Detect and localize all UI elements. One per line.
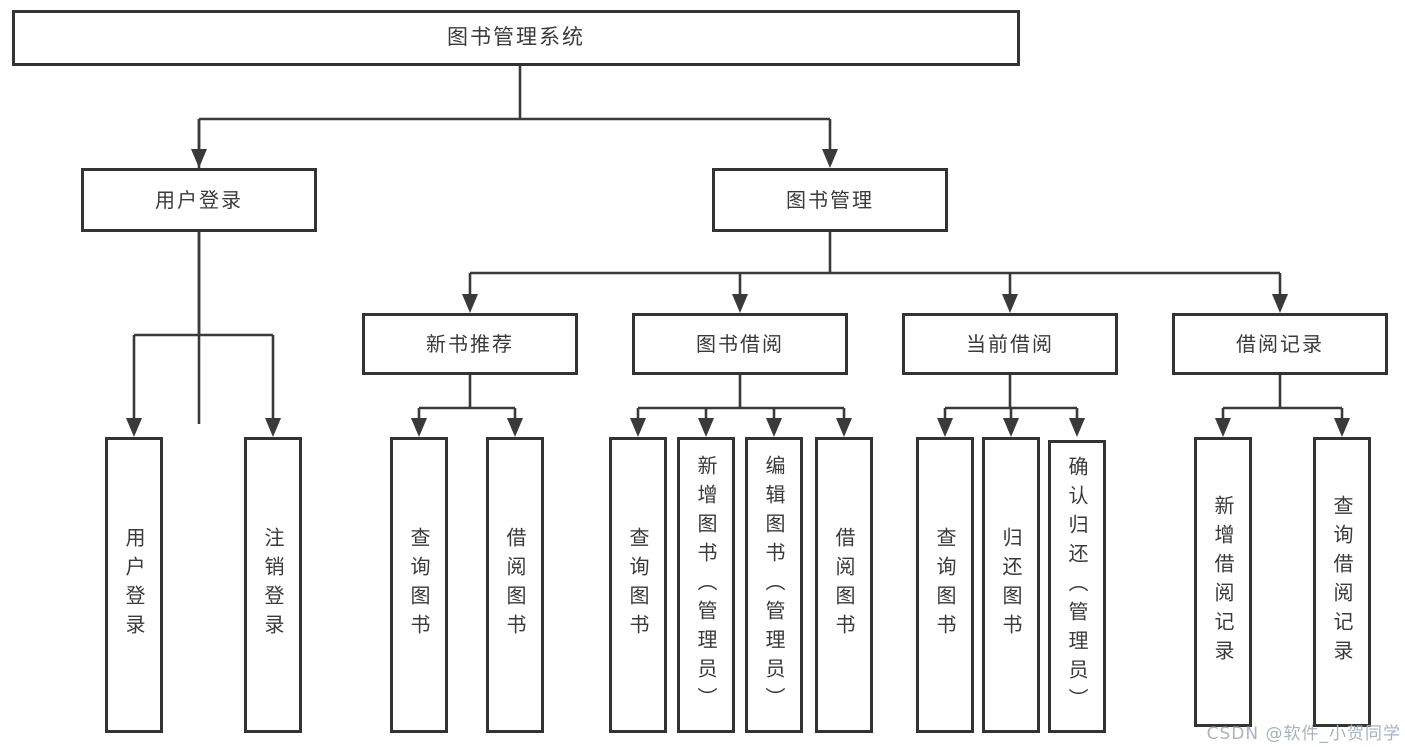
node-book-management: 图书管理	[712, 168, 948, 232]
node-new-book-recommend: 新书推荐	[362, 313, 578, 375]
node-current-borrow: 当前借阅	[902, 313, 1118, 375]
leaf-borrow-book: 借阅图书	[815, 437, 873, 733]
leaf-add-book-admin: 新增图书（管理员）	[677, 437, 735, 733]
csdn-watermark: CSDN @软件_小贺同学	[1206, 724, 1401, 744]
leaf-query-book-recommend: 查询图书	[390, 437, 448, 733]
leaf-add-borrow-record: 新增借阅记录	[1194, 437, 1252, 727]
leaf-return-book: 归还图书	[982, 437, 1040, 733]
leaf-user-login: 用户登录	[105, 437, 163, 733]
node-user-login: 用户登录	[81, 168, 317, 232]
leaf-confirm-return-admin: 确认归还（管理员）	[1048, 440, 1106, 733]
leaf-query-borrow-record: 查询借阅记录	[1313, 437, 1371, 727]
node-borrow-records: 借阅记录	[1172, 313, 1388, 375]
node-library-management-system: 图书管理系统	[12, 10, 1020, 66]
connector-paths-2	[132, 119, 1344, 421]
arrowheads	[126, 149, 1350, 437]
node-book-borrow: 图书借阅	[632, 313, 848, 375]
leaf-query-book-borrow: 查询图书	[609, 437, 667, 733]
leaf-edit-book-admin: 编辑图书（管理员）	[745, 437, 803, 733]
leaf-borrow-book-recommend: 借阅图书	[486, 437, 544, 733]
leaf-query-book-current: 查询图书	[916, 437, 974, 733]
leaf-logout: 注销登录	[244, 437, 302, 733]
